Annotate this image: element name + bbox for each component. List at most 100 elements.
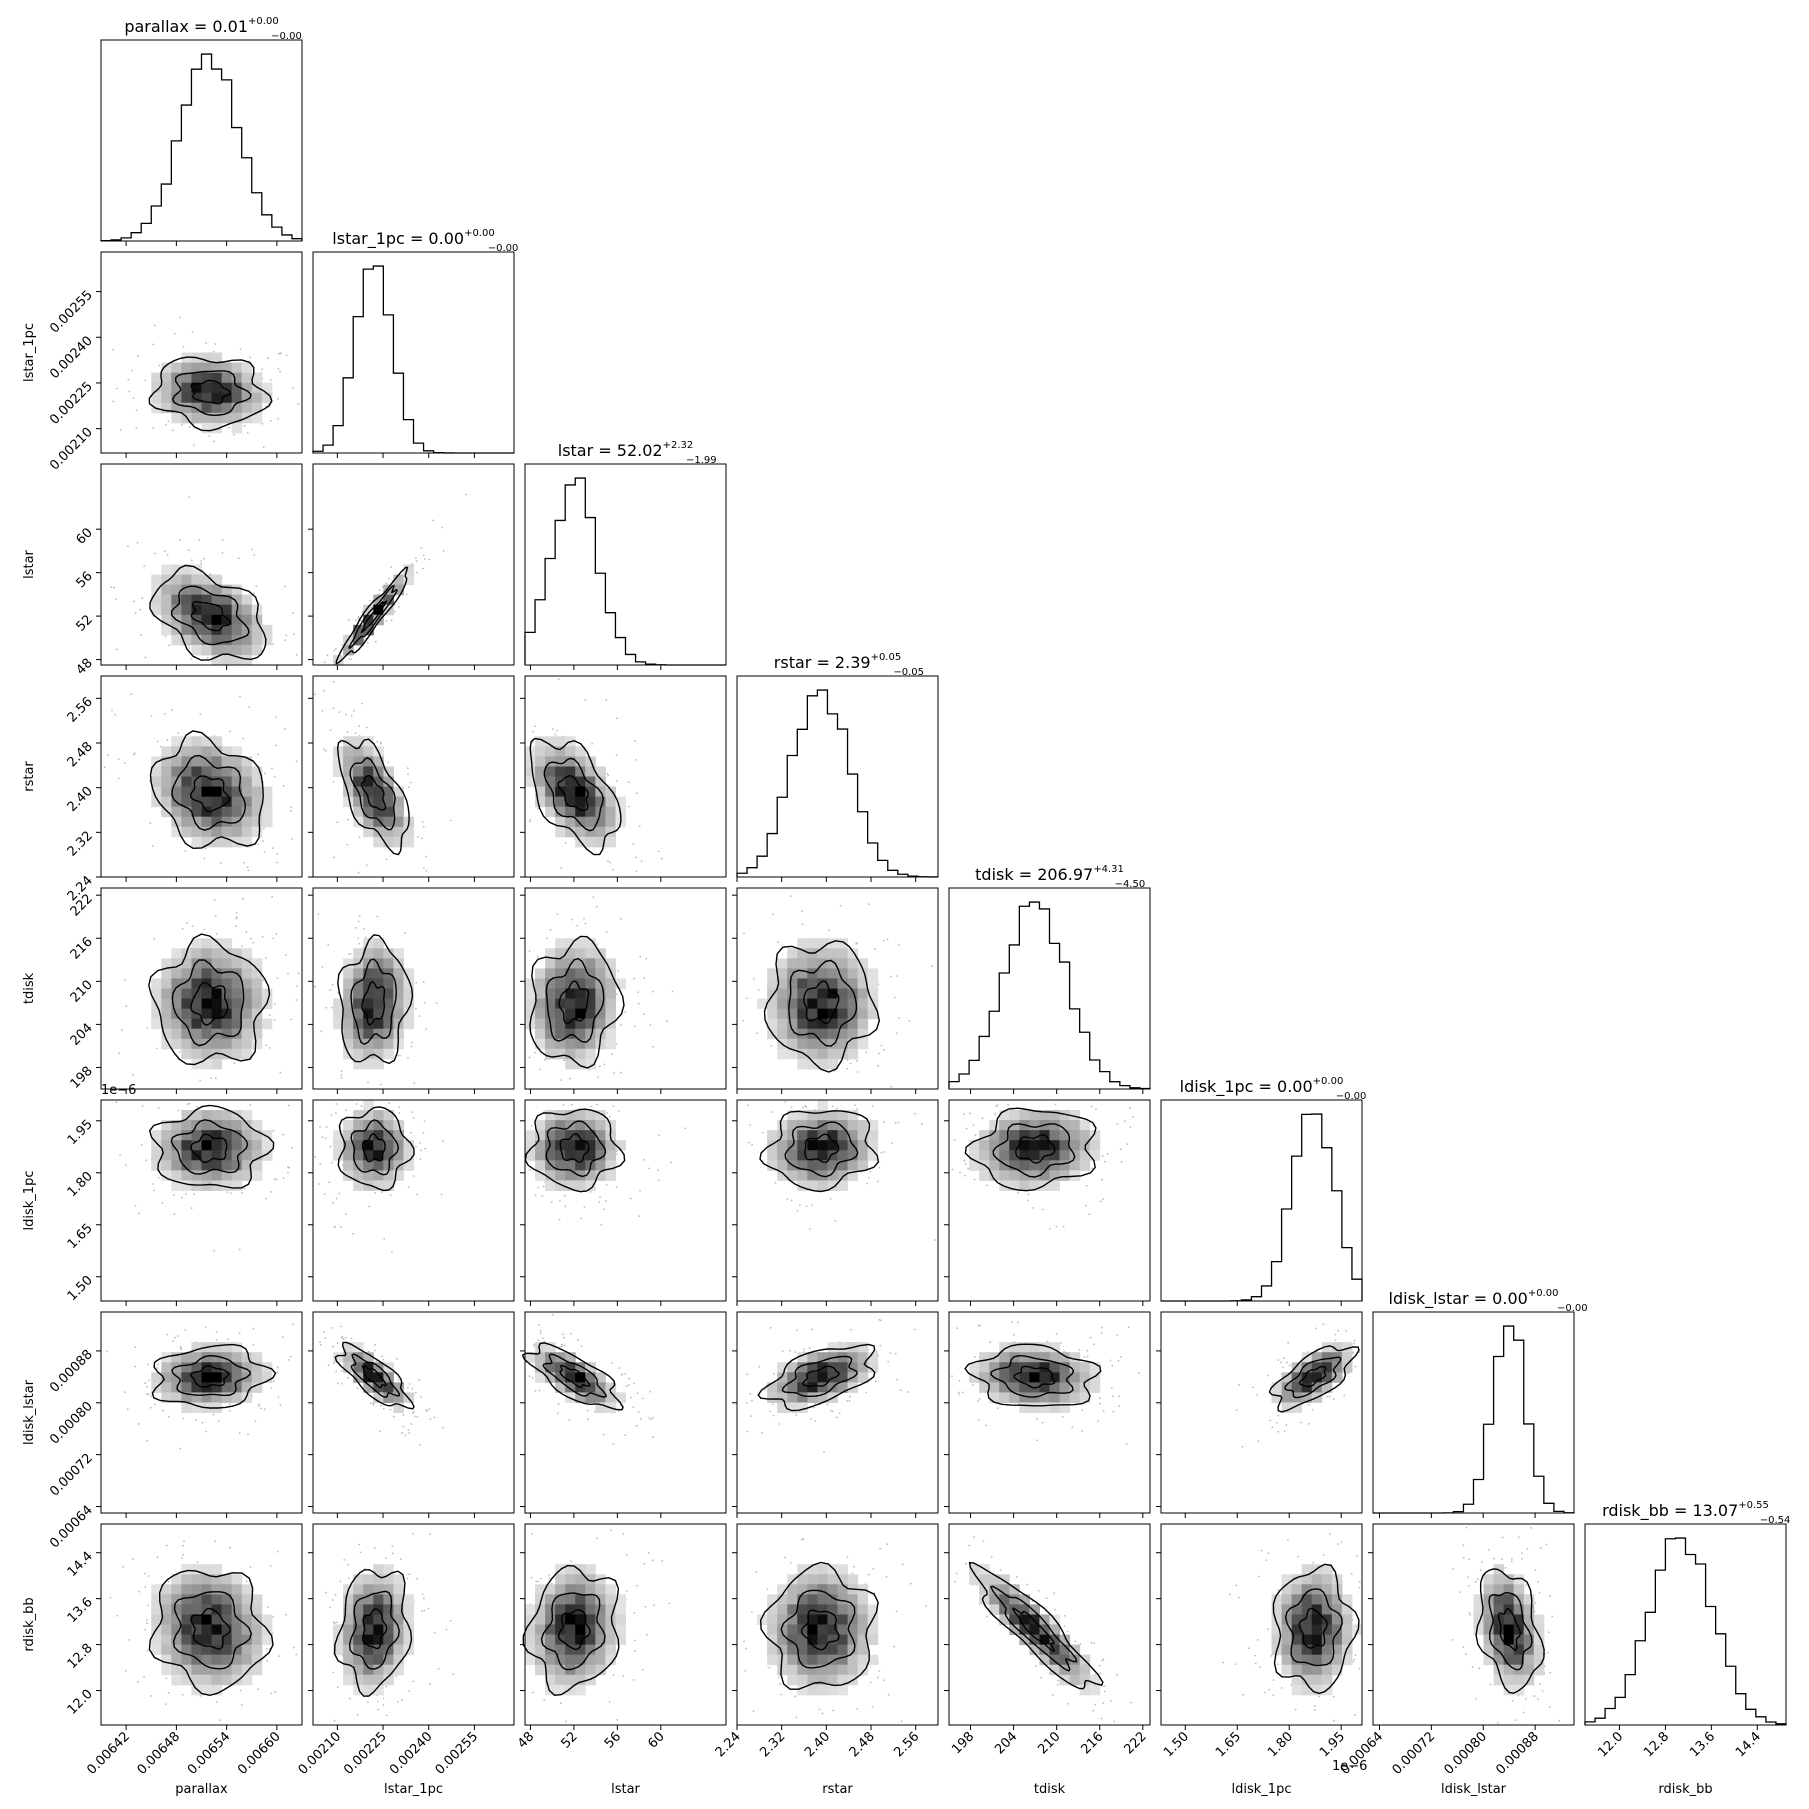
sample-point: [1267, 1374, 1270, 1377]
panel-rstar-rstar: rstar = 2.39+0.05−0.05: [736, 652, 939, 882]
sample-point: [1100, 1178, 1103, 1181]
sample-point: [869, 1170, 872, 1173]
density-cell: [191, 806, 202, 818]
density-cell: [383, 786, 394, 798]
density-cell: [575, 796, 586, 808]
sample-point: [973, 1356, 976, 1358]
sample-point: [336, 1621, 338, 1624]
density-cell: [363, 1664, 374, 1676]
density-cell: [585, 836, 596, 848]
sample-point: [770, 1111, 773, 1113]
density-cell: [585, 1008, 596, 1020]
sample-point: [1071, 1426, 1074, 1429]
density-cell: [251, 1038, 263, 1050]
density-cell: [1009, 1342, 1020, 1353]
density-cell: [181, 614, 192, 626]
sample-point: [583, 1206, 586, 1208]
sample-point: [270, 419, 272, 422]
y-tick-label: 2.40: [65, 784, 96, 815]
sample-point: [347, 619, 350, 622]
density-cell: [999, 1170, 1010, 1181]
sample-point: [416, 1577, 419, 1580]
sample-point: [1011, 1321, 1013, 1323]
density-cell: [171, 604, 182, 616]
sample-point: [896, 1032, 898, 1035]
sample-point: [325, 1006, 328, 1009]
sample-point: [449, 1619, 452, 1622]
density-cell: [363, 1604, 374, 1615]
density-cell: [231, 806, 243, 818]
sample-point: [332, 1671, 335, 1674]
density-cell: [181, 1110, 192, 1121]
sample-point: [287, 1171, 289, 1174]
density-cell: [1321, 1352, 1333, 1363]
density-cell: [605, 1038, 616, 1050]
density-cell: [363, 1038, 374, 1050]
sample-point: [1328, 1395, 1331, 1398]
sample-point: [651, 990, 654, 993]
sample-point: [605, 931, 608, 934]
sample-point: [155, 1047, 158, 1050]
sample-point: [397, 1379, 400, 1381]
sample-point: [633, 1025, 636, 1028]
sample-point: [540, 1329, 542, 1332]
density-cell: [231, 1170, 243, 1181]
density-cell: [393, 1644, 404, 1656]
density-cell: [211, 998, 223, 1010]
sample-point: [374, 640, 377, 643]
sample-point: [774, 1181, 777, 1184]
sample-point: [153, 937, 156, 940]
density-cell: [171, 1634, 182, 1646]
density-cell: [1029, 1150, 1040, 1161]
y-tick-label: 52: [74, 612, 96, 634]
density-cell: [241, 968, 253, 979]
density-cell: [231, 402, 243, 414]
sample-point: [342, 1338, 345, 1341]
density-cell: [221, 1008, 233, 1020]
density-cell: [373, 806, 384, 818]
density-cell: [241, 1110, 253, 1121]
density-cell: [1049, 1130, 1061, 1141]
sample-point: [287, 972, 289, 975]
density-cell: [251, 1160, 263, 1171]
density-cell: [191, 1584, 202, 1595]
sample-point: [378, 589, 381, 591]
sample-point: [920, 1123, 923, 1125]
density-cell: [535, 1150, 546, 1161]
sample-point: [205, 1430, 208, 1433]
sample-point: [219, 862, 222, 864]
density-cell: [333, 1018, 344, 1030]
sample-point: [615, 1150, 618, 1153]
sample-point: [285, 954, 287, 956]
density-cell: [201, 1110, 213, 1121]
density-cell: [787, 998, 798, 1010]
density-cell: [565, 1110, 576, 1121]
density-cell: [767, 968, 778, 979]
sample-point: [409, 781, 412, 784]
density-cell: [171, 816, 182, 828]
sample-point: [295, 654, 298, 656]
sample-point: [534, 1194, 537, 1197]
density-cell: [201, 372, 213, 384]
density-cell: [191, 584, 202, 596]
density-cell: [161, 756, 172, 767]
sample-point: [1104, 1160, 1106, 1163]
density-cell: [817, 948, 828, 959]
contour-2: [788, 959, 858, 1047]
sample-point: [1086, 1355, 1089, 1358]
sample-point: [397, 1054, 400, 1057]
density-cell: [343, 998, 354, 1010]
density-cell: [393, 958, 404, 969]
sample-point: [357, 616, 360, 619]
sample-point: [171, 429, 174, 432]
density-cell: [565, 1160, 576, 1171]
density-cell: [1029, 1170, 1040, 1181]
density-cell: [615, 796, 626, 808]
contour-1: [361, 980, 386, 1026]
density-cell: [373, 998, 384, 1010]
sample-point: [534, 1051, 536, 1054]
sample-point: [395, 1675, 398, 1678]
density-cell: [333, 1130, 344, 1141]
sample-point: [1285, 1424, 1288, 1426]
density-cell: [565, 746, 576, 757]
